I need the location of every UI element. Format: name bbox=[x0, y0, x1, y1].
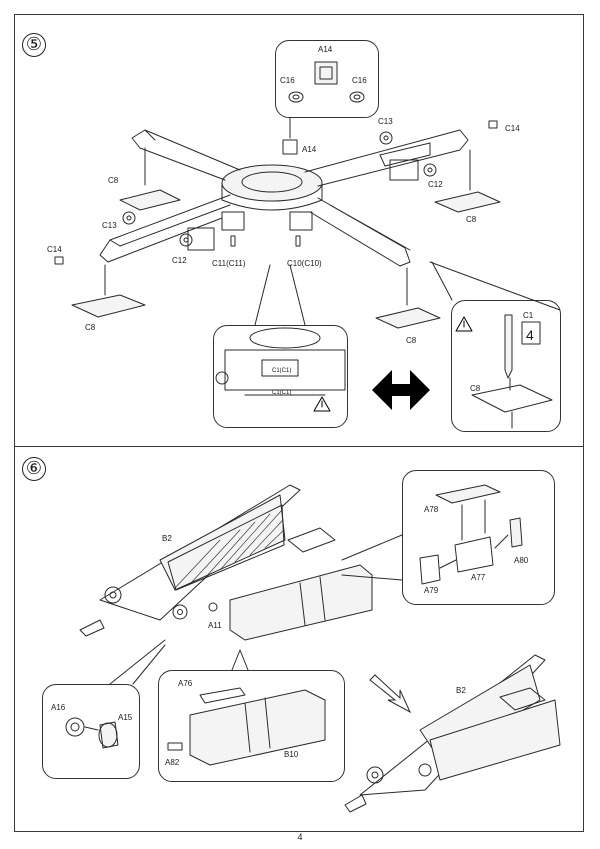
label-c8-left: C8 bbox=[108, 176, 119, 185]
boom-frame-assembly bbox=[79, 484, 373, 641]
label-a80: A80 bbox=[514, 556, 529, 565]
label-c1-upper: C1(C1) bbox=[272, 368, 291, 374]
label-a11: A11 bbox=[208, 621, 222, 630]
label-c16-left: C16 bbox=[280, 76, 295, 85]
label-b2: B2 bbox=[162, 534, 172, 543]
label-a15: A15 bbox=[118, 713, 133, 722]
label-c8-bottom: C8 bbox=[406, 336, 417, 345]
label-a76: A76 bbox=[178, 679, 193, 688]
label-a79: A79 bbox=[424, 586, 439, 595]
label-c13-left: C13 bbox=[102, 221, 117, 230]
step-5-number: ⑤ bbox=[22, 33, 46, 57]
step-divider bbox=[14, 446, 584, 447]
page-number: 4 bbox=[297, 832, 303, 842]
label-a82: A82 bbox=[165, 758, 180, 767]
step-6-number: ⑥ bbox=[22, 457, 46, 481]
a14-part-art bbox=[288, 61, 365, 103]
glue-count: 4 bbox=[526, 327, 534, 343]
label-c12-right: C12 bbox=[428, 180, 443, 189]
label-b10: B10 bbox=[284, 750, 299, 759]
label-c10: C10(C10) bbox=[287, 259, 322, 268]
label-a16: A16 bbox=[51, 703, 66, 712]
label-c12-left: C12 bbox=[172, 256, 187, 265]
label-a77: A77 bbox=[471, 573, 486, 582]
label-c14-left: C14 bbox=[47, 245, 62, 254]
callout-a15-detail bbox=[42, 684, 140, 779]
label-c8-right: C8 bbox=[466, 215, 477, 224]
a77-detail-art bbox=[419, 484, 523, 585]
glue-bottle-art bbox=[471, 314, 553, 429]
result-arrow-icon bbox=[369, 674, 412, 714]
page-frame bbox=[14, 14, 584, 832]
label-b2-result: B2 bbox=[456, 686, 466, 695]
c1-detail-art bbox=[215, 327, 346, 396]
label-c13-right: C13 bbox=[378, 117, 393, 126]
completed-assembly bbox=[344, 654, 561, 813]
label-c1-lower: C1(C1) bbox=[272, 390, 291, 396]
label-c8-glue: C8 bbox=[470, 384, 481, 393]
b10-detail-art bbox=[167, 687, 326, 766]
label-c16-right: C16 bbox=[352, 76, 367, 85]
label-a14-top: A14 bbox=[318, 45, 333, 54]
a15-detail-art bbox=[65, 717, 119, 749]
outrigger-base-assembly bbox=[54, 117, 501, 329]
rotate-arrow-icon bbox=[372, 370, 430, 410]
label-a78: A78 bbox=[424, 505, 439, 514]
label-a14: A14 bbox=[302, 145, 317, 154]
label-c11: C11(C11) bbox=[212, 259, 246, 268]
label-c8-front: C8 bbox=[85, 323, 96, 332]
label-c1-glue: C1 bbox=[523, 311, 534, 320]
label-c14-right: C14 bbox=[505, 124, 520, 133]
